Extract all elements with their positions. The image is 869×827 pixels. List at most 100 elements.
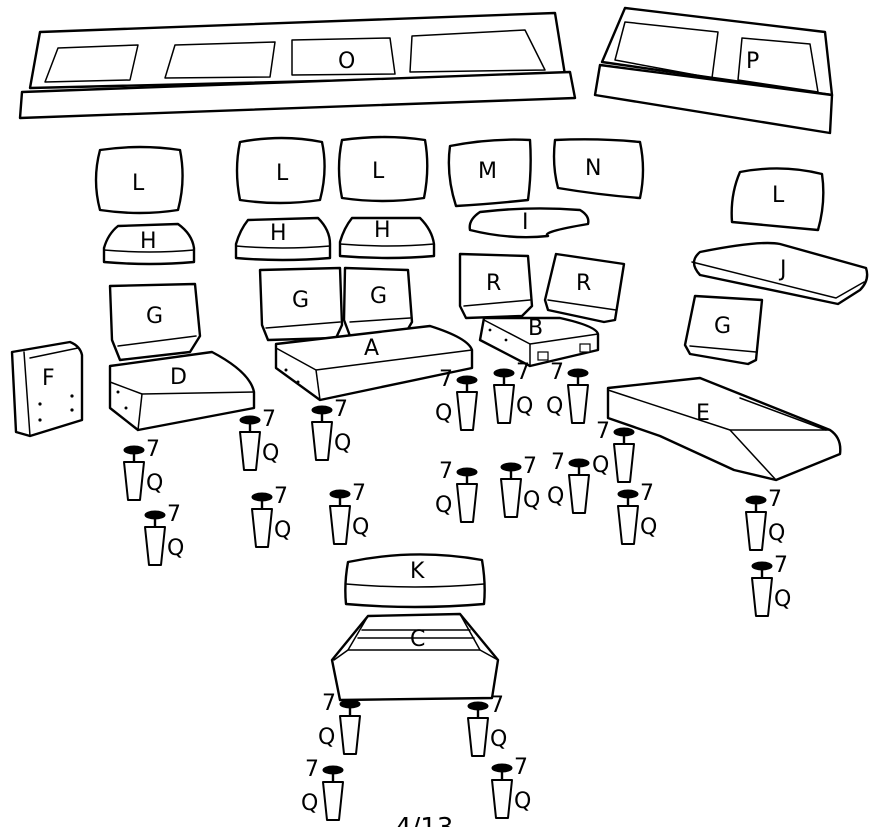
part-D-seat-frame: D xyxy=(108,350,256,432)
nut-7 xyxy=(329,489,351,499)
label-Q: Q xyxy=(352,515,369,540)
foot-Q xyxy=(311,421,333,461)
label-7: 7 xyxy=(774,553,788,578)
label-7: 7 xyxy=(262,407,276,432)
leg-assembly: 7Q xyxy=(301,757,344,821)
label-A: A xyxy=(364,336,379,361)
foot-Q xyxy=(745,511,767,551)
label-R-2: R xyxy=(576,271,591,296)
part-H-seat-cushion-2: H xyxy=(234,216,332,262)
label-J: J xyxy=(778,257,787,282)
nut-7 xyxy=(567,368,589,378)
foot-Q xyxy=(751,577,773,617)
leg-assembly: 7Q xyxy=(311,397,351,461)
leg-assembly: 7Q xyxy=(467,693,507,757)
leg-assembly: 7Q xyxy=(491,755,531,819)
nut-7 xyxy=(491,763,513,773)
label-P: P xyxy=(746,49,759,74)
label-E: E xyxy=(696,401,710,426)
foot-Q xyxy=(467,717,489,757)
leg-assembly: 7Q xyxy=(318,691,361,755)
foot-Q xyxy=(613,443,635,483)
leg-assembly: 7Q xyxy=(251,484,291,548)
label-7: 7 xyxy=(305,757,319,782)
label-H-3: H xyxy=(374,218,391,243)
nut-7 xyxy=(500,462,522,472)
foot-Q xyxy=(329,505,351,545)
label-H-1: H xyxy=(140,229,157,254)
label-Q: Q xyxy=(146,471,163,496)
part-G-back-1: G xyxy=(108,282,202,362)
leg-assembly: 7Q xyxy=(123,437,163,501)
label-7: 7 xyxy=(768,487,782,512)
nut-7 xyxy=(322,765,344,775)
label-G-4: G xyxy=(714,314,731,339)
nut-7 xyxy=(251,492,273,502)
part-G-back-4: G xyxy=(683,294,764,366)
leg-assembly: 7Q xyxy=(144,502,184,566)
label-Q: Q xyxy=(546,394,563,419)
label-7: 7 xyxy=(490,693,504,718)
nut-7 xyxy=(613,427,635,437)
part-R-back-1: R xyxy=(458,252,534,320)
label-7: 7 xyxy=(514,755,528,780)
nut-7 xyxy=(745,495,767,505)
label-Q: Q xyxy=(516,394,533,419)
label-C: C xyxy=(410,627,425,652)
label-7: 7 xyxy=(167,502,181,527)
label-7: 7 xyxy=(516,360,530,385)
foot-Q xyxy=(568,474,590,514)
label-I: I xyxy=(522,210,529,235)
nut-7 xyxy=(568,458,590,468)
part-N-cushion: N xyxy=(552,138,645,200)
part-B-corner-frame: B xyxy=(478,316,600,368)
label-L-3: L xyxy=(372,159,385,184)
leg-assembly: 7Q xyxy=(745,487,785,551)
part-E-chaise-frame: E xyxy=(606,376,842,482)
foot-Q xyxy=(456,483,478,523)
label-G-1: G xyxy=(146,304,163,329)
leg-assembly: 7Q xyxy=(546,360,589,424)
part-O-back-panel: O xyxy=(18,11,577,120)
label-B: B xyxy=(528,316,543,341)
leg-assembly: 7Q xyxy=(547,450,590,514)
part-G-back-3: G xyxy=(342,266,414,338)
nut-7 xyxy=(456,375,478,385)
label-Q: Q xyxy=(435,493,452,518)
nut-7 xyxy=(339,699,361,709)
label-F: F xyxy=(42,366,55,391)
part-G-back-2: G xyxy=(258,266,344,342)
label-N: N xyxy=(585,156,601,181)
label-7: 7 xyxy=(550,360,564,385)
label-7: 7 xyxy=(322,691,336,716)
foot-Q xyxy=(239,431,261,471)
nut-7 xyxy=(493,368,515,378)
leg-assembly: 7Q xyxy=(751,553,791,617)
label-M: M xyxy=(478,159,497,184)
nut-7 xyxy=(123,445,145,455)
label-Q: Q xyxy=(318,725,335,750)
part-L-cushion-4: L xyxy=(730,167,825,232)
foot-Q xyxy=(339,715,361,755)
label-Q: Q xyxy=(262,441,279,466)
part-F-side-panel: F xyxy=(10,340,84,438)
label-Q: Q xyxy=(301,791,318,816)
label-K: K xyxy=(410,559,425,584)
part-H-seat-cushion-3: H xyxy=(338,216,436,260)
part-P-back-panel: P xyxy=(593,6,834,135)
label-R-1: R xyxy=(486,271,501,296)
label-Q: Q xyxy=(592,453,609,478)
foot-Q xyxy=(500,478,522,518)
label-Q: Q xyxy=(435,401,452,426)
part-L-cushion-1: L xyxy=(94,145,184,215)
part-H-seat-cushion-1: H xyxy=(102,222,196,266)
part-M-cushion: M xyxy=(447,138,532,208)
label-Q: Q xyxy=(768,521,785,546)
foot-Q xyxy=(567,384,589,424)
label-Q: Q xyxy=(547,484,564,509)
leg-assembly: 7Q xyxy=(239,407,279,471)
part-C-ottoman-frame: C xyxy=(330,612,500,702)
label-Q: Q xyxy=(523,488,540,513)
